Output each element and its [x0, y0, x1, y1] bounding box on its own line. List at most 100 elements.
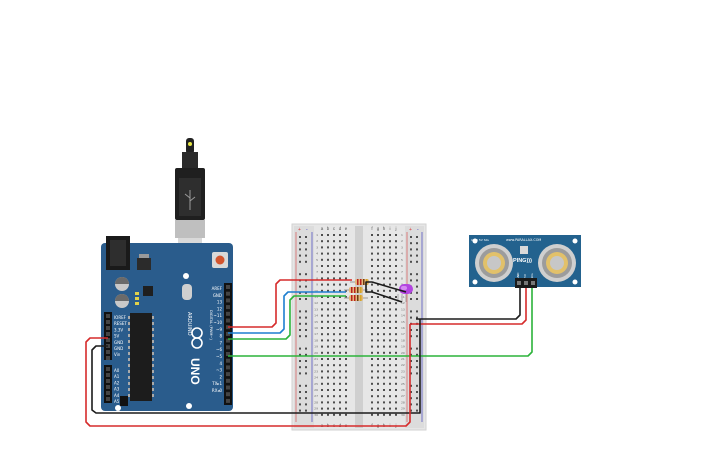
- breadboard-hole[interactable]: [377, 289, 379, 292]
- rail-hole[interactable]: [305, 285, 307, 288]
- breadboard-hole[interactable]: [327, 252, 329, 255]
- breadboard-hole[interactable]: [371, 395, 373, 398]
- breadboard-hole[interactable]: [389, 389, 391, 391]
- rail-hole[interactable]: [305, 316, 307, 319]
- breadboard-hole[interactable]: [377, 339, 379, 342]
- breadboard-hole[interactable]: [327, 351, 329, 354]
- rail-hole[interactable]: [410, 273, 412, 276]
- rail-hole[interactable]: [416, 279, 418, 282]
- rail-hole[interactable]: [416, 384, 418, 387]
- breadboard-hole[interactable]: [371, 252, 373, 255]
- breadboard-hole[interactable]: [321, 234, 323, 236]
- breadboard-hole[interactable]: [321, 252, 323, 255]
- breadboard-hole[interactable]: [389, 296, 391, 298]
- breadboard-hole[interactable]: [333, 308, 335, 311]
- breadboard-hole[interactable]: [345, 358, 347, 360]
- rail-hole[interactable]: [305, 397, 307, 400]
- rail-hole[interactable]: [299, 285, 301, 288]
- breadboard-hole[interactable]: [395, 265, 397, 267]
- header-pin-hole[interactable]: [106, 391, 110, 395]
- breadboard-hole[interactable]: [345, 413, 347, 416]
- breadboard-hole[interactable]: [389, 240, 391, 243]
- rail-hole[interactable]: [305, 248, 307, 251]
- breadboard-hole[interactable]: [333, 265, 335, 267]
- breadboard-hole[interactable]: [345, 234, 347, 236]
- breadboard-hole[interactable]: [345, 277, 347, 280]
- breadboard-hole[interactable]: [371, 358, 373, 360]
- breadboard-hole[interactable]: [339, 339, 341, 342]
- breadboard-hole[interactable]: [395, 345, 397, 348]
- breadboard-hole[interactable]: [371, 258, 373, 261]
- breadboard-hole[interactable]: [345, 395, 347, 398]
- rail-hole[interactable]: [305, 372, 307, 375]
- breadboard-hole[interactable]: [395, 370, 397, 373]
- rail-hole[interactable]: [299, 397, 301, 400]
- breadboard-hole[interactable]: [383, 413, 385, 416]
- breadboard-hole[interactable]: [383, 401, 385, 404]
- breadboard-hole[interactable]: [389, 302, 391, 305]
- breadboard-hole[interactable]: [327, 345, 329, 348]
- breadboard-hole[interactable]: [339, 258, 341, 261]
- breadboard-hole[interactable]: [345, 370, 347, 373]
- wire-green-pin9[interactable]: [228, 295, 346, 340]
- breadboard-hole[interactable]: [321, 283, 323, 286]
- rail-hole[interactable]: [305, 273, 307, 276]
- breadboard-hole[interactable]: [383, 277, 385, 280]
- breadboard-hole[interactable]: [321, 320, 323, 323]
- rail-hole[interactable]: [299, 260, 301, 263]
- rail-hole[interactable]: [416, 391, 418, 393]
- breadboard-hole[interactable]: [389, 382, 391, 385]
- breadboard-hole[interactable]: [389, 327, 391, 329]
- breadboard-hole[interactable]: [339, 252, 341, 255]
- breadboard-hole[interactable]: [339, 289, 341, 292]
- breadboard-hole[interactable]: [383, 327, 385, 329]
- breadboard-hole[interactable]: [377, 258, 379, 261]
- breadboard-hole[interactable]: [389, 277, 391, 280]
- breadboard-hole[interactable]: [333, 234, 335, 236]
- rail-hole[interactable]: [416, 329, 418, 331]
- breadboard-hole[interactable]: [339, 296, 341, 298]
- breadboard-hole[interactable]: [321, 351, 323, 354]
- breadboard-hole[interactable]: [377, 283, 379, 286]
- rail-hole[interactable]: [305, 360, 307, 362]
- rail-hole[interactable]: [410, 279, 412, 282]
- breadboard-hole[interactable]: [389, 308, 391, 311]
- breadboard-hole[interactable]: [383, 407, 385, 410]
- breadboard-left-power-rail[interactable]: [294, 226, 314, 428]
- breadboard-hole[interactable]: [345, 314, 347, 317]
- rail-hole[interactable]: [299, 248, 301, 251]
- breadboard-hole[interactable]: [371, 246, 373, 249]
- breadboard-hole[interactable]: [395, 407, 397, 410]
- breadboard-hole[interactable]: [327, 277, 329, 280]
- breadboard-hole[interactable]: [383, 370, 385, 373]
- breadboard-hole[interactable]: [339, 395, 341, 398]
- breadboard-hole[interactable]: [395, 358, 397, 360]
- breadboard-hole[interactable]: [321, 314, 323, 317]
- breadboard-hole[interactable]: [389, 246, 391, 249]
- breadboard-hole[interactable]: [395, 252, 397, 255]
- wire-red-sensor-5v[interactable]: [410, 288, 527, 325]
- breadboard-hole[interactable]: [377, 401, 379, 404]
- breadboard-hole[interactable]: [345, 302, 347, 305]
- rail-hole[interactable]: [305, 335, 307, 338]
- rail-hole[interactable]: [299, 242, 301, 245]
- breadboard-hole[interactable]: [321, 265, 323, 267]
- breadboard-hole[interactable]: [327, 395, 329, 398]
- breadboard-hole[interactable]: [345, 258, 347, 261]
- breadboard-right-power-rail[interactable]: [405, 226, 424, 428]
- header-pin-hole[interactable]: [226, 358, 230, 363]
- rail-hole[interactable]: [416, 236, 418, 238]
- breadboard-hole[interactable]: [321, 413, 323, 416]
- rail-hole[interactable]: [305, 391, 307, 393]
- breadboard-hole[interactable]: [333, 333, 335, 336]
- breadboard-hole[interactable]: [371, 296, 373, 298]
- breadboard-hole[interactable]: [383, 389, 385, 391]
- breadboard-hole[interactable]: [327, 333, 329, 336]
- breadboard-hole[interactable]: [395, 302, 397, 305]
- breadboard-hole[interactable]: [327, 234, 329, 236]
- breadboard-hole[interactable]: [395, 395, 397, 398]
- rail-hole[interactable]: [410, 236, 412, 238]
- breadboard-hole[interactable]: [371, 302, 373, 305]
- breadboard-hole[interactable]: [371, 327, 373, 329]
